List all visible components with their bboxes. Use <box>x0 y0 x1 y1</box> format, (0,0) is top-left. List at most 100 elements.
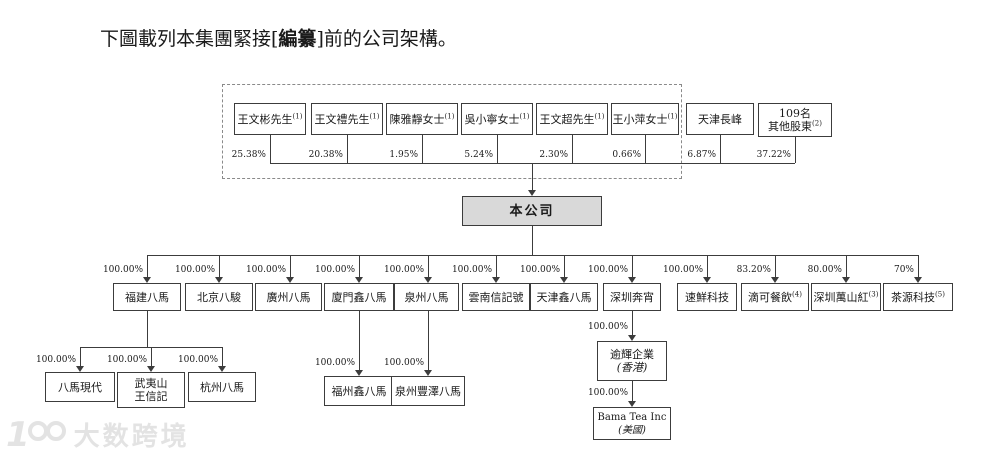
arrowhead-down-icon <box>560 277 568 283</box>
connector-line <box>632 255 633 277</box>
subsidiary-box: 速鮮科技 <box>677 283 737 311</box>
ownership-percent: 100.00% <box>314 265 355 275</box>
connector-line <box>147 311 148 347</box>
watermark-logo-icon: 1 <box>6 418 66 452</box>
ownership-percent: 100.00% <box>662 265 703 275</box>
arrowhead-down-icon <box>842 277 850 283</box>
arrowhead-down-icon <box>424 370 432 376</box>
arrowhead-down-icon <box>147 366 155 372</box>
sub-subsidiary-name: 杭州八馬 <box>200 380 244 394</box>
sub-subsidiary-name: 武夷山 <box>134 377 168 390</box>
subsidiary-name: 深圳奔宵 <box>610 290 654 304</box>
footnote-ref: (1) <box>594 111 605 120</box>
shareholder-box: 王文禮先生(1) <box>311 103 383 135</box>
footnote-ref: (2) <box>812 119 822 128</box>
connector-line <box>359 311 360 370</box>
ownership-percent: 100.00% <box>35 355 76 365</box>
subsidiary-box: 天津鑫八馬 <box>530 283 598 311</box>
subsidiary-name: 滴可餐飲 <box>748 290 793 304</box>
connector-line <box>496 255 497 277</box>
subsidiary-box: 泉州八馬 <box>394 283 459 311</box>
shareholder-name: 109名 <box>779 107 811 120</box>
sub-subsidiary-name: 泉州豐澤八馬 <box>395 384 461 398</box>
subsidiary-box: 茶源科技(5) <box>883 283 953 311</box>
connector-line <box>428 255 429 277</box>
footnote-ref: (1) <box>369 111 380 120</box>
arrowhead-down-icon <box>628 277 636 283</box>
shareholder-name: 天津長峰 <box>698 112 742 126</box>
arrowhead-down-icon <box>355 277 363 283</box>
connector-line <box>632 311 633 335</box>
connector-line <box>564 255 565 277</box>
watermark-logo-one: 1 <box>6 414 30 455</box>
sub-subsidiary-name: 八馬現代 <box>58 380 102 394</box>
shareholder-box: 陳雅靜女士(1) <box>386 103 458 135</box>
subsidiary-name: 天津鑫八馬 <box>536 290 592 304</box>
footnote-ref: (1) <box>444 111 455 120</box>
subsidiary-name: 茶源科技 <box>891 290 936 304</box>
sub-subsidiary-box: Bama Tea Inc(美國) <box>593 407 671 440</box>
company-box: 本公司 <box>462 196 602 226</box>
footnote-ref: (1) <box>519 111 530 120</box>
watermark: 1 大数跨境 <box>6 416 190 453</box>
connector-line <box>219 255 220 277</box>
sub-subsidiary-box: 泉州豐澤八馬 <box>391 376 465 406</box>
shareholder-name: 王文超先生 <box>539 112 595 126</box>
arrowhead-down-icon <box>76 366 84 372</box>
watermark-logo-circle <box>27 420 48 441</box>
shareholder-box: 王文超先生(1) <box>536 103 608 135</box>
shareholder-name: 吳小寧女士 <box>464 112 520 126</box>
ownership-percent: 70% <box>893 265 914 275</box>
arrowhead-down-icon <box>914 277 922 283</box>
subsidiary-name: 廣州八馬 <box>266 290 311 304</box>
subsidiary-box: 福建八馬 <box>113 283 181 311</box>
connector-line <box>720 135 721 163</box>
subsidiary-name: 雲南信記號 <box>468 290 524 304</box>
ownership-percent: 100.00% <box>451 265 492 275</box>
ownership-percent: 6.87% <box>687 150 716 160</box>
connector-line <box>270 135 271 163</box>
ownership-percent: 20.38% <box>308 150 343 160</box>
subsidiary-name: 深圳萬山紅 <box>813 290 869 304</box>
subsidiary-name: 速鮮科技 <box>685 290 729 304</box>
ownership-percent: 5.24% <box>464 150 493 160</box>
shareholder-name: 王小萍女士 <box>612 112 668 126</box>
subsidiary-name: 福建八馬 <box>125 290 169 304</box>
subsidiary-box: 雲南信記號 <box>462 283 530 311</box>
caption-emphasis: 編纂 <box>278 28 317 50</box>
connector-line <box>572 135 573 163</box>
arrowhead-down-icon <box>215 277 223 283</box>
ownership-percent: 1.95% <box>389 150 418 160</box>
connector-line <box>147 255 918 256</box>
subsidiary-box: 廣州八馬 <box>255 283 322 311</box>
company-name: 本公司 <box>509 203 555 219</box>
connector-line <box>151 347 152 366</box>
footnote-ref: (5) <box>935 289 945 298</box>
sub-subsidiary-location: (香港) <box>616 361 648 374</box>
connector-line <box>359 255 360 277</box>
footnote-ref: (3) <box>868 289 879 298</box>
ownership-percent: 25.38% <box>231 150 266 160</box>
arrowhead-down-icon <box>628 335 636 341</box>
arrowhead-down-icon <box>703 277 711 283</box>
shareholder-box: 王文彬先生(1) <box>234 103 306 135</box>
sub-subsidiary-name: 逾輝企業 <box>610 348 654 361</box>
connector-line <box>428 311 429 370</box>
connector-line <box>147 255 148 277</box>
sub-subsidiary-box: 逾輝企業(香港) <box>597 341 667 381</box>
ownership-percent: 100.00% <box>245 265 286 275</box>
connector-line <box>707 255 708 277</box>
shareholder-group-frame <box>222 84 682 179</box>
connector-line <box>645 135 646 163</box>
sub-subsidiary-box: 福州鑫八馬 <box>324 376 394 406</box>
shareholder-name: 王文禮先生 <box>314 112 370 126</box>
ownership-percent: 2.30% <box>539 150 568 160</box>
sub-subsidiary-name: 王信記 <box>134 390 168 403</box>
sub-subsidiary-box: 八馬現代 <box>45 372 115 402</box>
ownership-percent: 100.00% <box>519 265 560 275</box>
watermark-text: 大数跨境 <box>73 422 190 452</box>
subsidiary-box: 深圳萬山紅(3) <box>811 283 881 311</box>
arrowhead-down-icon <box>355 370 363 376</box>
diagram-caption: 下圖載列本集團緊接[編纂]前的公司架構。 <box>100 24 457 51</box>
connector-line <box>222 347 223 366</box>
